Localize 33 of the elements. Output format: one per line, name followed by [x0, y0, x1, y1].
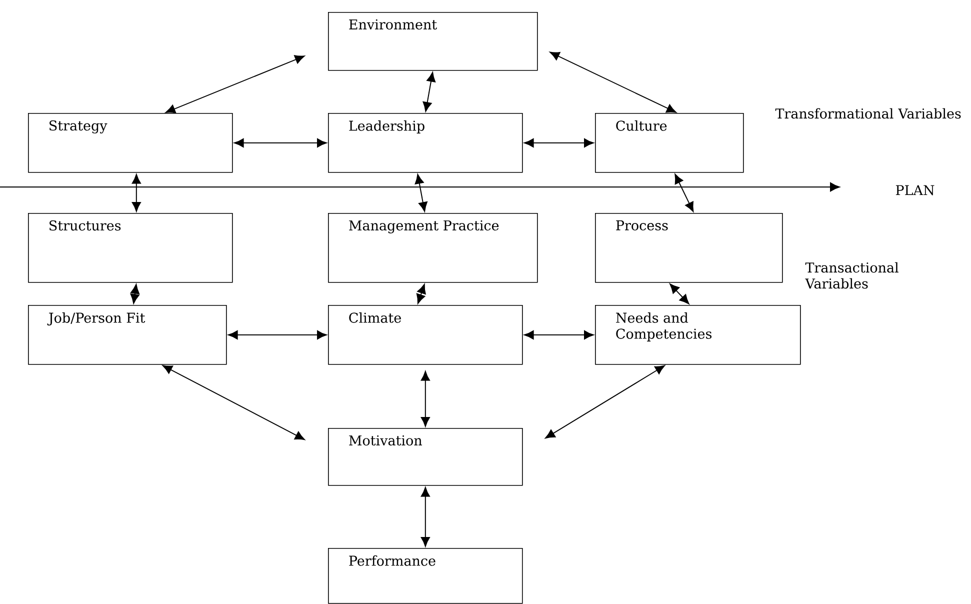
process-box: Climate: [328, 305, 523, 365]
process-box: Needs and Competencies: [595, 305, 801, 365]
process-box: Environment: [328, 12, 538, 71]
side-label: Transactional Variables: [805, 262, 898, 289]
arrow: [132, 174, 141, 212]
arrow: [420, 487, 430, 547]
process-box: Motivation: [328, 428, 523, 486]
arrow: [414, 174, 428, 212]
arrow: [234, 138, 327, 148]
arrow: [524, 138, 594, 148]
arrow: [674, 174, 694, 212]
arrow: [422, 72, 436, 112]
arrow: [524, 330, 594, 340]
arrow: [420, 371, 430, 427]
side-label: Transformational Variables: [775, 108, 961, 119]
arrow: [130, 284, 140, 304]
process-box: Process: [595, 213, 783, 283]
arrow: [545, 365, 665, 438]
axis-label: PLAN: [896, 185, 934, 196]
arrow: [228, 330, 327, 340]
process-box: Culture: [595, 113, 744, 173]
arrow: [670, 284, 690, 304]
process-box: Job/Person Fit: [28, 305, 227, 365]
arrow: [162, 365, 305, 440]
arrow: [166, 55, 305, 114]
process-box: Structures: [28, 213, 233, 283]
process-box: Strategy: [28, 113, 233, 173]
arrow: [416, 284, 426, 304]
process-box: Management Practice: [328, 213, 538, 283]
arrow: [550, 52, 676, 113]
arrow: [0, 182, 840, 192]
process-box: Leadership: [328, 113, 523, 173]
process-box: Performance: [328, 548, 523, 604]
